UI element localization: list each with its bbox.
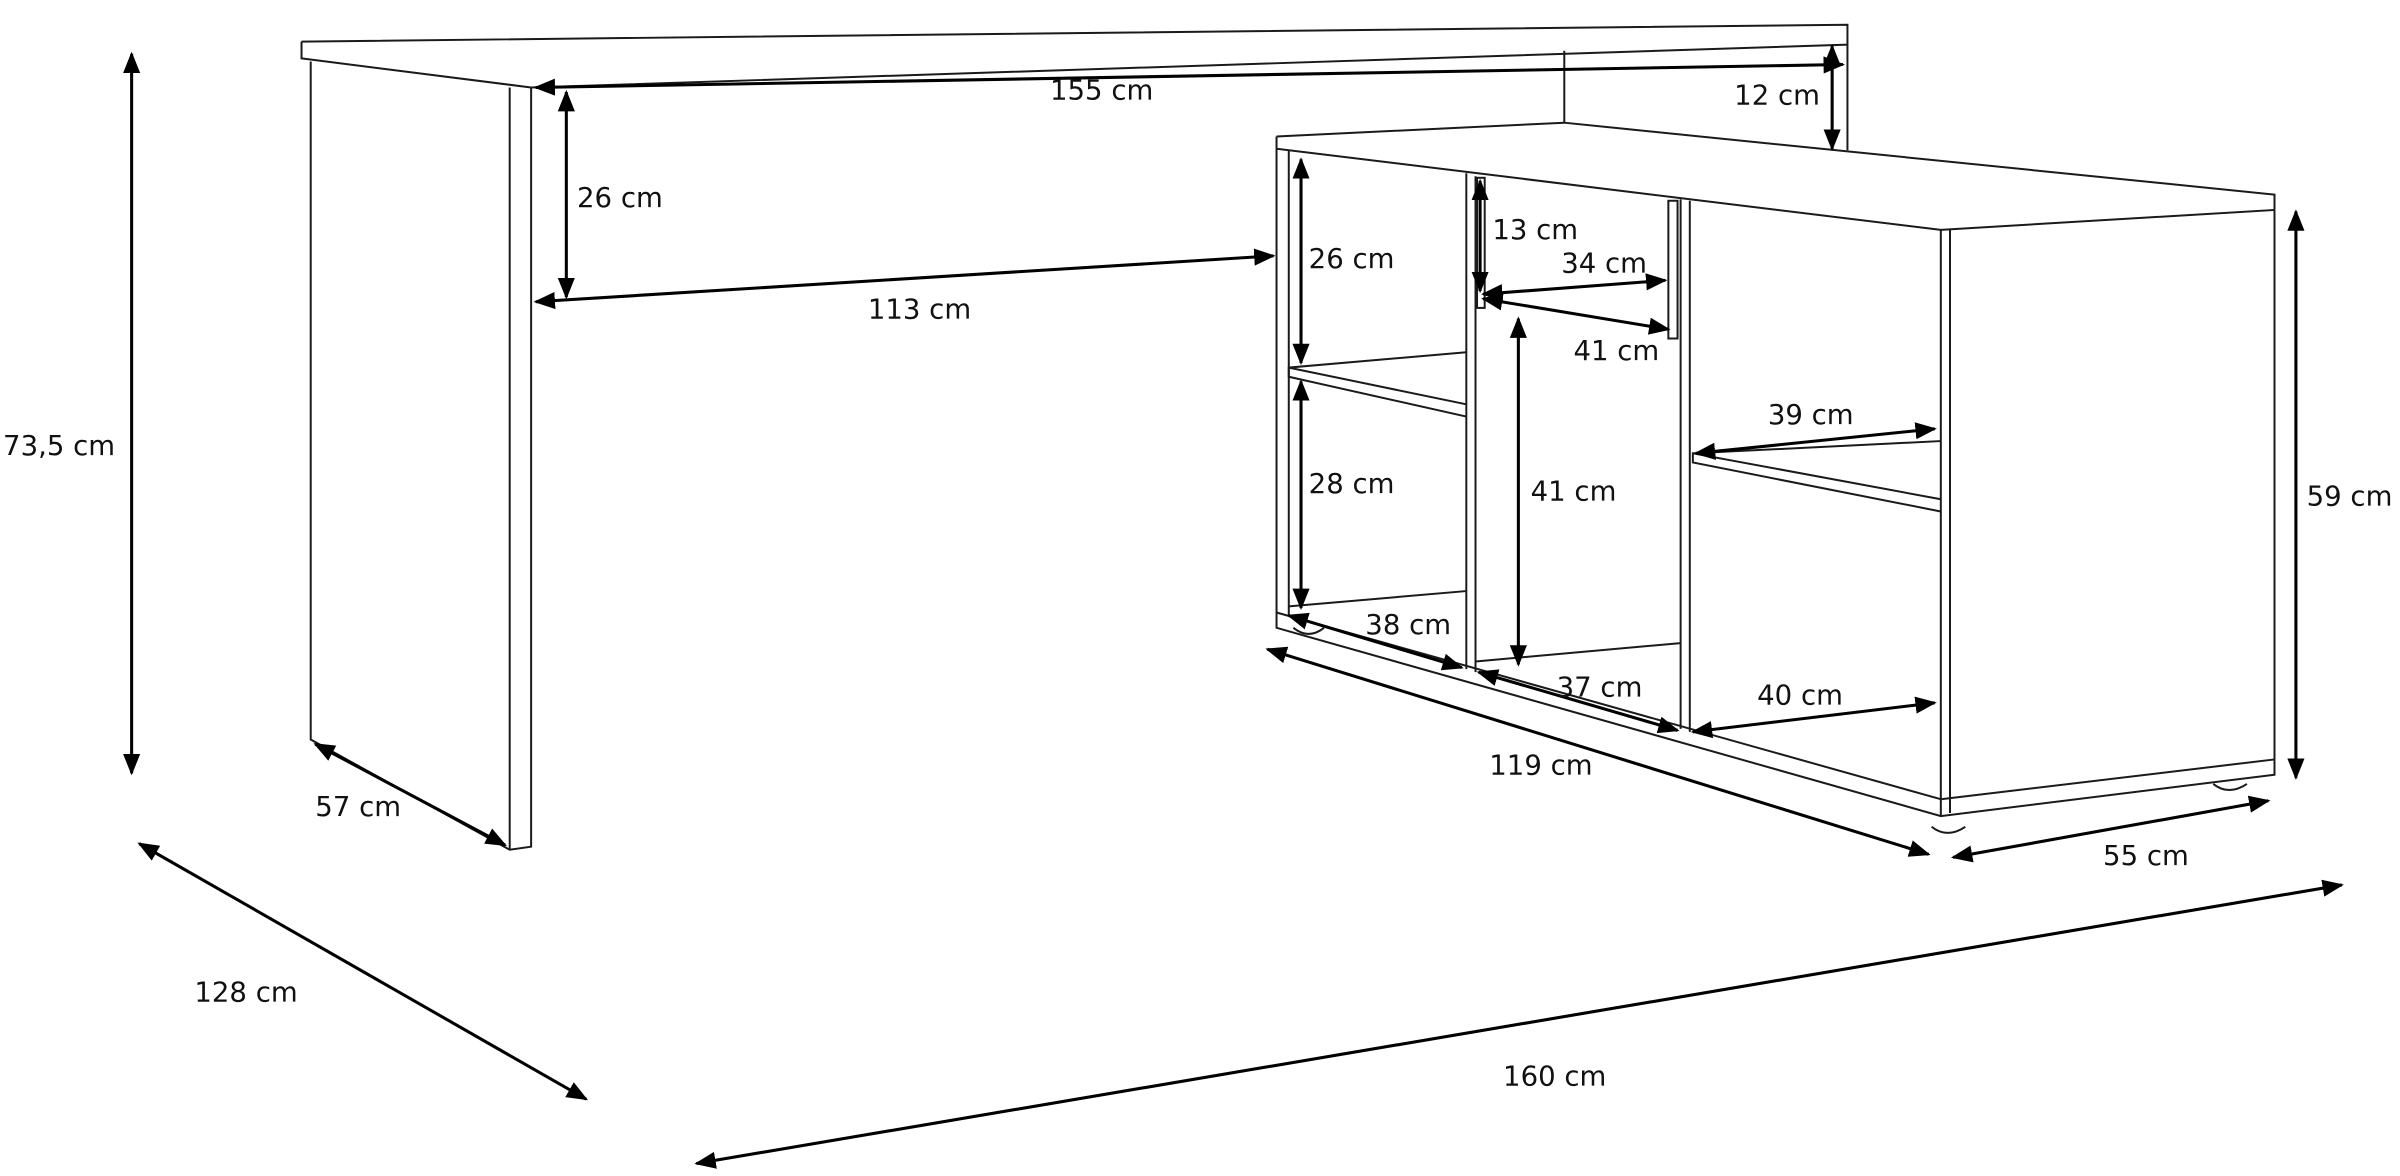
label-26-leg: 26 cm: [577, 182, 663, 214]
label-37: 37 cm: [1557, 672, 1643, 704]
label-160: 160 cm: [1503, 1060, 1606, 1092]
label-40: 40 cm: [1757, 679, 1843, 711]
label-41-drawer: 41 cm: [1573, 335, 1659, 367]
label-13: 13 cm: [1492, 214, 1578, 246]
label-128: 128 cm: [194, 976, 297, 1008]
dimension-arrows: [123, 44, 2344, 1169]
label-119: 119 cm: [1489, 750, 1592, 782]
label-59: 59 cm: [2307, 480, 2393, 512]
label-155: 155 cm: [1050, 75, 1153, 107]
label-57: 57 cm: [315, 791, 401, 823]
label-39: 39 cm: [1768, 399, 1854, 431]
label-26-cab: 26 cm: [1309, 243, 1395, 275]
cabinet-drawing: [1275, 121, 2276, 834]
label-38: 38 cm: [1365, 609, 1451, 641]
label-12: 12 cm: [1734, 79, 1820, 111]
label-113: 113 cm: [868, 294, 971, 326]
desk-drawing: [300, 23, 1849, 851]
dimension-labels: 155 cm 12 cm 26 cm 113 cm 73,5 cm 57 cm …: [3, 75, 2392, 1093]
label-34: 34 cm: [1561, 248, 1647, 280]
label-55: 55 cm: [2103, 840, 2189, 872]
label-41-middle: 41 cm: [1531, 476, 1617, 508]
label-73-5: 73,5 cm: [3, 430, 115, 462]
label-28: 28 cm: [1309, 468, 1395, 500]
